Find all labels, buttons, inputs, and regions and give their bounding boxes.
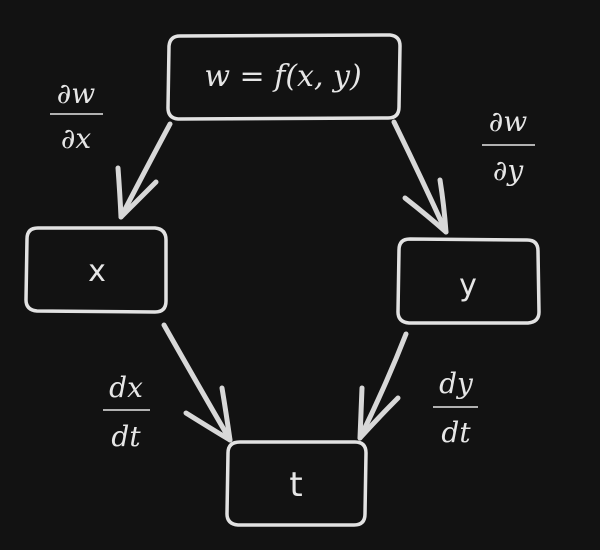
arrow-w-to-x-shaft [118,121,173,220]
arrow-x-to-t-shaft [161,322,233,443]
arrow-w-to-x-head [115,165,159,220]
label-w-to-y: ∂w ∂y [482,105,535,187]
node-y-label: y [459,268,477,303]
label-x-to-t-numerator: dx [109,371,143,404]
label-w-to-y-denominator: ∂y [493,154,524,187]
label-y-to-t-denominator: dt [441,416,471,449]
arrow-x-to-t-head [183,385,233,443]
arrow-w-to-x [115,121,173,220]
arrow-w-to-y [391,119,449,235]
label-w-to-x-denominator: ∂x [61,122,91,155]
node-t: t [225,440,368,527]
arrow-w-to-y-head [402,177,449,235]
node-w-box [166,33,402,121]
node-x-box [24,226,168,314]
node-t-box [225,440,368,527]
node-w-label: w = f(x, y) [204,59,361,94]
arrow-y-to-t [357,331,409,441]
node-x: x [24,226,168,314]
label-x-to-t-denominator: dt [111,420,141,453]
arrow-x-to-t [161,322,233,443]
label-y-to-t: dy dt [433,367,478,449]
arrow-y-to-t-shaft [357,331,409,441]
label-w-to-x-numerator: ∂w [57,77,95,110]
node-y-box [396,237,541,325]
label-y-to-t-numerator: dy [439,367,474,400]
node-y: y [396,237,541,325]
label-w-to-x: ∂w ∂x [50,77,103,155]
label-x-to-t: dx dt [103,371,150,453]
node-w: w = f(x, y) [166,33,402,121]
node-t-label: t [289,465,302,505]
arrow-w-to-y-shaft [391,119,449,235]
node-x-label: x [88,254,106,289]
arrow-y-to-t-head [357,385,401,441]
label-w-to-y-numerator: ∂w [489,105,527,138]
